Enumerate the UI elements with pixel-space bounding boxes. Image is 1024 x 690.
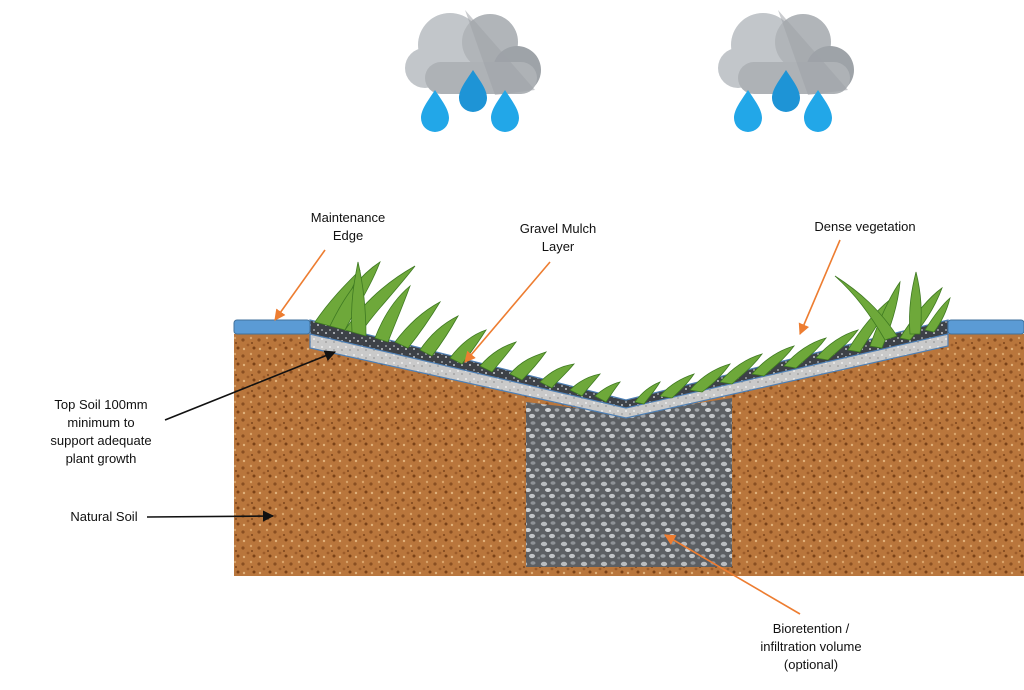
top-soil-arrow (164, 350, 337, 421)
maintenance-edge-arrow (274, 249, 326, 321)
vegetation-left (314, 260, 621, 403)
label-natural-soil: Natural Soil (70, 509, 138, 524)
maintenance-edge-left (233, 319, 311, 335)
label-bioretention: Bioretention / infiltration volume (opti… (760, 621, 862, 672)
gravel-mulch-layer (309, 319, 949, 409)
label-top-soil: Top Soil 100mm minimum to support adequa… (50, 397, 152, 466)
infiltration-gravel (526, 398, 732, 567)
label-dense-vegetation: Dense vegetation (814, 219, 916, 234)
maintenance-edge-right (947, 319, 1024, 335)
natural-soil-arrow (146, 510, 275, 522)
annotation-arrows-black (146, 350, 337, 522)
dense-vegetation-arrow (798, 239, 841, 336)
bioretention-arrow (664, 534, 801, 615)
label-gravel-mulch: Gravel Mulch Layer (519, 221, 597, 254)
rain-cloud-icon (718, 10, 854, 132)
annotation-arrows-orange (274, 239, 841, 615)
rain-cloud-icon (405, 10, 541, 132)
label-maintenance-edge: Maintenance Edge (310, 210, 386, 243)
vegetation-right (634, 271, 951, 405)
gravel-mulch-arrow (464, 261, 551, 363)
